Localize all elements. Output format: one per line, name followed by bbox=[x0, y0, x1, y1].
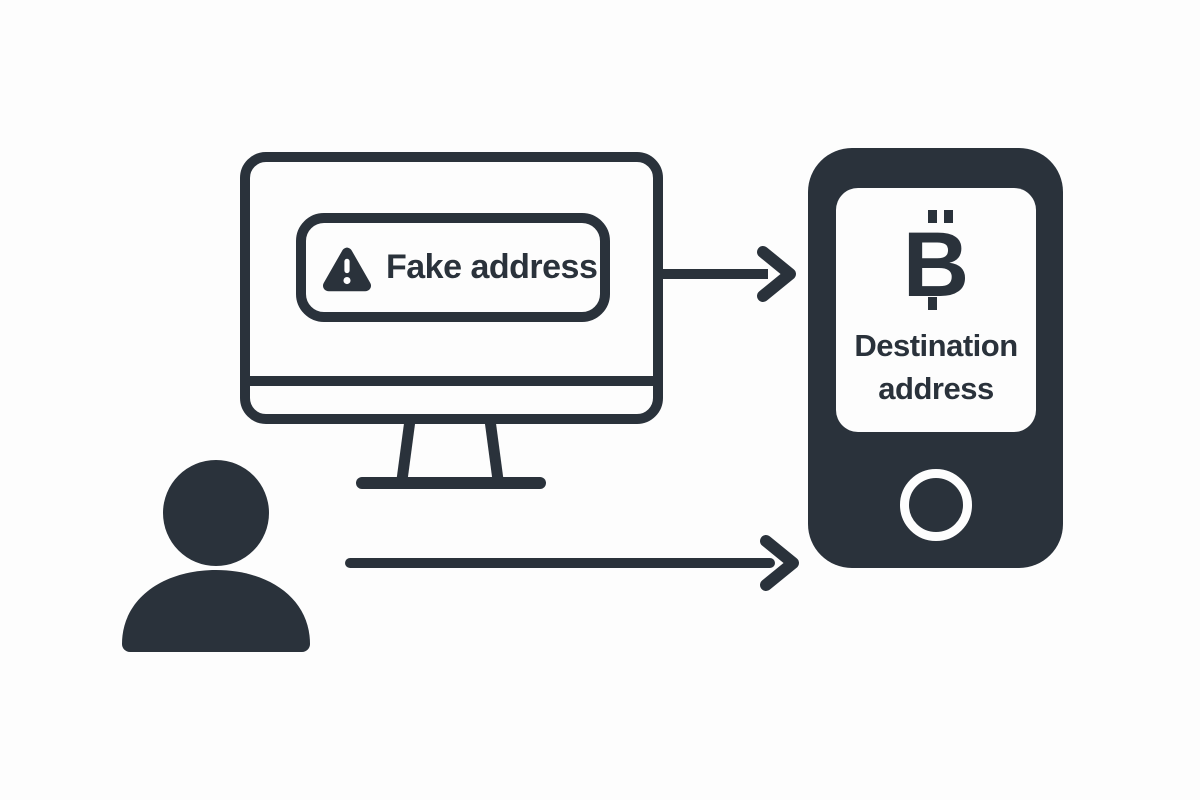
bitcoin-glyph: B bbox=[903, 214, 969, 316]
destination-address-text: Destination address bbox=[854, 324, 1018, 410]
hardware-wallet: B Destination address bbox=[808, 148, 1063, 568]
warning-triangle-icon bbox=[323, 247, 371, 291]
monitor-bezel bbox=[250, 376, 653, 386]
wallet-screen: B Destination address bbox=[836, 188, 1036, 432]
destination-line-2: address bbox=[878, 371, 994, 406]
person-icon bbox=[122, 460, 310, 652]
bitcoin-icon: B bbox=[903, 210, 969, 316]
arrow-user-to-wallet-icon bbox=[345, 535, 799, 591]
destination-line-1: Destination bbox=[854, 328, 1018, 363]
monitor-stand bbox=[356, 419, 546, 489]
arrow-monitor-to-wallet-icon bbox=[663, 246, 796, 302]
warning-banner: Fake address bbox=[296, 213, 610, 322]
warning-label: Fake address bbox=[386, 248, 598, 286]
wallet-button bbox=[899, 469, 972, 541]
